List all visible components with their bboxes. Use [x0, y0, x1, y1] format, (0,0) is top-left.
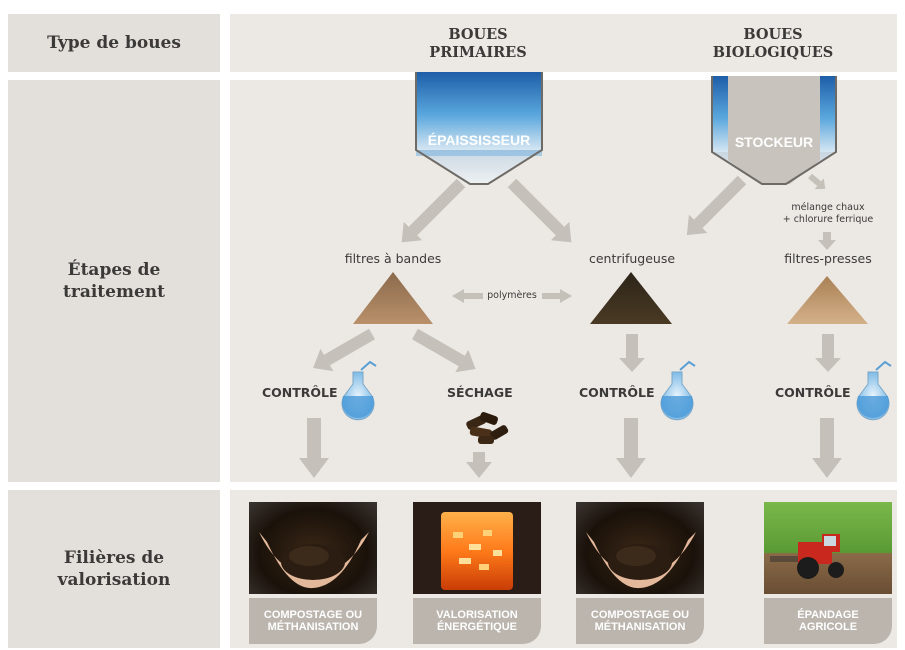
- outlet-tag-spreading-line1: ÉPANDAGE: [797, 609, 859, 621]
- dried-pellets-icon: [465, 411, 509, 444]
- flask-icon: [857, 362, 891, 420]
- outlet-photo-compost-1: [249, 502, 377, 594]
- outlet-tag-energy-line1: VALORISATION: [436, 609, 517, 621]
- centrifuge-sludge-pile: [590, 272, 672, 324]
- outlet-tag-compost-2-line2: MÉTHANISATION: [591, 621, 689, 633]
- belt-filter-sludge-pile: [353, 272, 433, 324]
- centrifuge-label: centrifugeuse: [572, 251, 692, 266]
- outlet-photo-spreading: [764, 502, 892, 594]
- storage-label: STOCKEUR: [712, 134, 836, 150]
- belt-filters-label: filtres à bandes: [333, 251, 453, 266]
- drying-label: SÉCHAGE: [447, 385, 513, 400]
- incinerator-flames-icon: [413, 502, 541, 594]
- outlet-tag-energy-line2: ÉNERGÉTIQUE: [436, 621, 517, 633]
- tractor-icon: [764, 502, 892, 594]
- thickener-label: ÉPAISSISSEUR: [416, 132, 542, 148]
- flask-icon: [661, 362, 695, 420]
- outlet-tag-compost-1-line1: COMPOSTAGE OU: [264, 609, 362, 621]
- outlet-photo-compost-2: [576, 502, 704, 594]
- outlet-tag-compost-2-line1: COMPOSTAGE OU: [591, 609, 689, 621]
- control-label-2: CONTRÔLE: [579, 385, 655, 400]
- thickener-tank: [416, 72, 542, 184]
- polymers-label: polymères: [482, 290, 542, 302]
- hands-soil-icon: [249, 502, 377, 594]
- additive-label: mélange chaux + chlorure ferrique: [770, 202, 886, 226]
- filter-press-label: filtres-presses: [768, 251, 888, 266]
- outlet-photo-energy: [413, 502, 541, 594]
- storage-tank: [712, 76, 836, 184]
- additive-line2: + chlorure ferrique: [770, 214, 886, 226]
- control-label-1: CONTRÔLE: [262, 385, 338, 400]
- additive-line1: mélange chaux: [770, 202, 886, 214]
- control-label-3: CONTRÔLE: [775, 385, 851, 400]
- arrows-to-outlets: [299, 418, 842, 478]
- hands-soil-icon: [576, 502, 704, 594]
- flask-icon: [342, 362, 376, 420]
- outlet-tag-spreading-line2: AGRICOLE: [797, 621, 859, 633]
- filter-press-sludge-pile: [787, 276, 868, 324]
- outlet-tag-compost-1-line2: MÉTHANISATION: [264, 621, 362, 633]
- arrows-from-piles: [307, 323, 841, 381]
